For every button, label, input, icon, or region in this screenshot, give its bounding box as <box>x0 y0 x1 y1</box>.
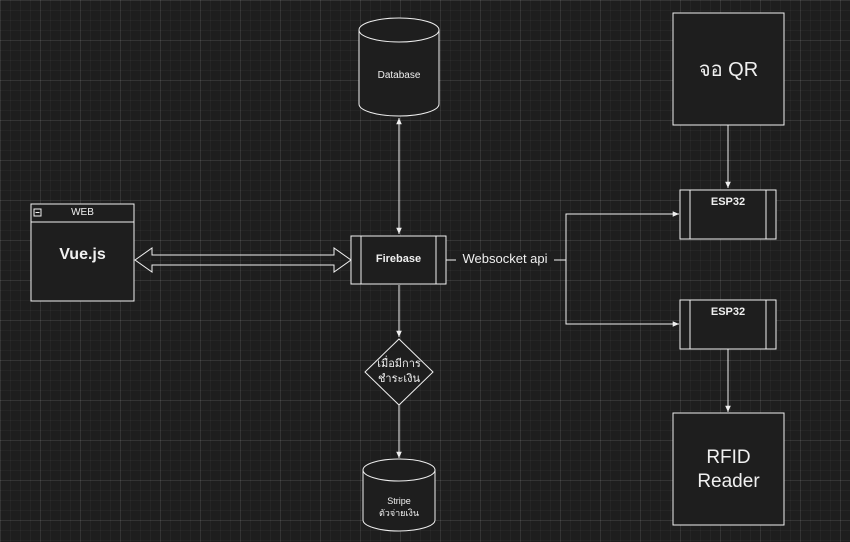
rfid-reader-box[interactable] <box>672 412 785 526</box>
stripe-cylinder[interactable] <box>362 458 436 532</box>
vuejs-label: Vue.js <box>59 246 106 263</box>
firebase-process-box[interactable] <box>350 235 447 285</box>
esp32-top-label: ESP32 <box>710 196 746 208</box>
firebase-label: Firebase <box>375 253 422 265</box>
esp32-bottom-box[interactable] <box>679 299 777 350</box>
rfid-label-line1: RFID <box>706 447 751 468</box>
websocket-esp32-top-connector[interactable] <box>565 211 679 260</box>
stripe-label-line2: ตัวจ่ายเงิน <box>378 508 420 518</box>
database-cylinder[interactable] <box>358 17 440 117</box>
decision-label-line1: เมื่อมีการ <box>377 358 421 370</box>
vuejs-firebase-double-arrow[interactable] <box>134 247 352 273</box>
payment-decision-diamond[interactable] <box>364 338 434 406</box>
rfid-label-line2: Reader <box>697 471 760 492</box>
web-window-box[interactable] <box>30 203 135 302</box>
esp32-top-box[interactable] <box>679 189 777 240</box>
decision-label-line2: ชำระเงิน <box>377 373 421 385</box>
qr-screen-label: จอ QR <box>698 59 759 81</box>
web-window-title: WEB <box>71 207 94 218</box>
esp32-bottom-label: ESP32 <box>710 306 746 318</box>
database-label: Database <box>377 70 421 81</box>
qr-screen-box[interactable] <box>672 12 785 126</box>
websocket-api-label: Websocket api <box>456 251 554 267</box>
stripe-label-line1: Stripe <box>387 496 411 506</box>
websocket-esp32-bottom-connector[interactable] <box>565 260 679 327</box>
